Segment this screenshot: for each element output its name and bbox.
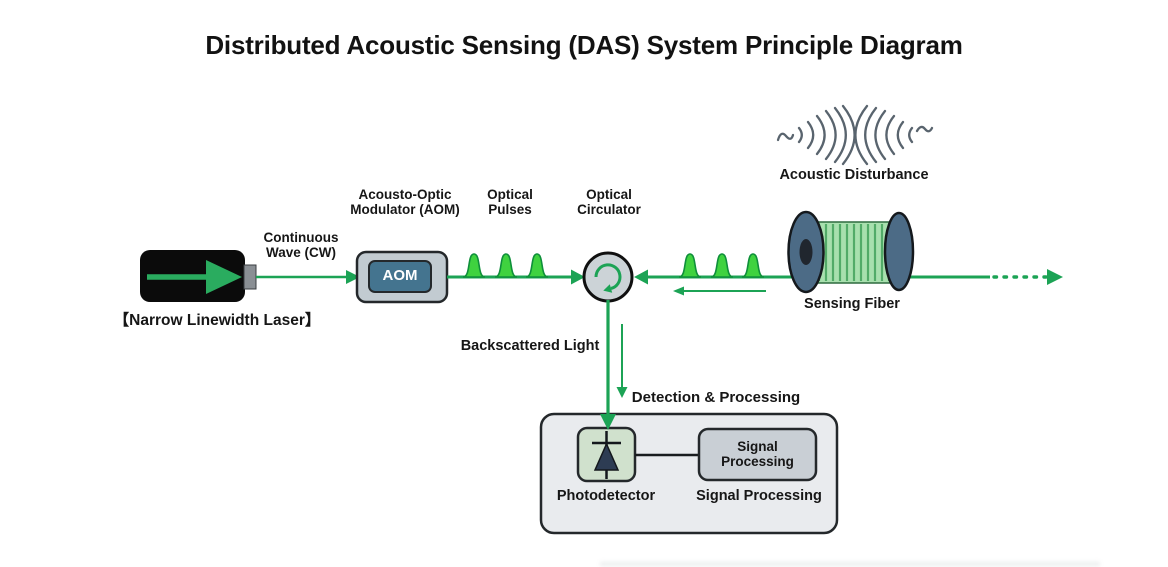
photodetector-label: Photodetector: [556, 488, 656, 504]
aom-box-text: AOM: [382, 267, 418, 285]
cropped-text-hint: [600, 562, 1100, 566]
return-direction-arrow: [673, 286, 766, 296]
acoustic-disturbance-label: Acoustic Disturbance: [779, 167, 929, 183]
sound-wave-icon: [776, 104, 934, 166]
sensing-fiber-label: Sensing Fiber: [804, 296, 900, 312]
circulator-label: Optical Circulator: [577, 187, 641, 218]
backscattered-light-label: Backscattered Light: [460, 338, 600, 354]
aom-label: Acousto-Optic Modulator (AOM): [350, 187, 460, 218]
photodiode-icon: [592, 431, 621, 479]
fiber-continuation-arrow: [912, 269, 1063, 285]
circulator-rotation-arrow-icon: [594, 263, 622, 290]
diagram-title: Distributed Acoustic Sensing (DAS) Syste…: [205, 30, 963, 60]
signal-processing-box-text: Signal Processing: [721, 438, 794, 469]
detection-box: [539, 412, 839, 535]
optical-pulse-icons-returning: [678, 253, 765, 278]
backscatter-direction-arrow: [616, 324, 628, 398]
signal-processing-box: [697, 427, 818, 482]
laser-beam-arrowhead: [206, 260, 242, 294]
fiber-spool-icon: [787, 210, 915, 294]
laser-label: 【Narrow Linewidth Laser】: [113, 312, 321, 329]
detection-processing-label: Detection & Processing: [631, 389, 801, 406]
laser-aperture: [243, 264, 257, 290]
optical-pulses-label: Optical Pulses: [487, 187, 533, 218]
cw-arrow: [256, 270, 360, 284]
circulator-icon: [582, 251, 634, 303]
signal-processing-label: Signal Processing: [696, 488, 822, 504]
optical-pulse-icons-outgoing: [462, 253, 549, 278]
continuous-wave-label: Continuous Wave (CW): [263, 230, 339, 261]
aom-box: [355, 250, 449, 304]
laser-icon: [140, 250, 257, 302]
backscatter-arrow: [600, 300, 616, 430]
